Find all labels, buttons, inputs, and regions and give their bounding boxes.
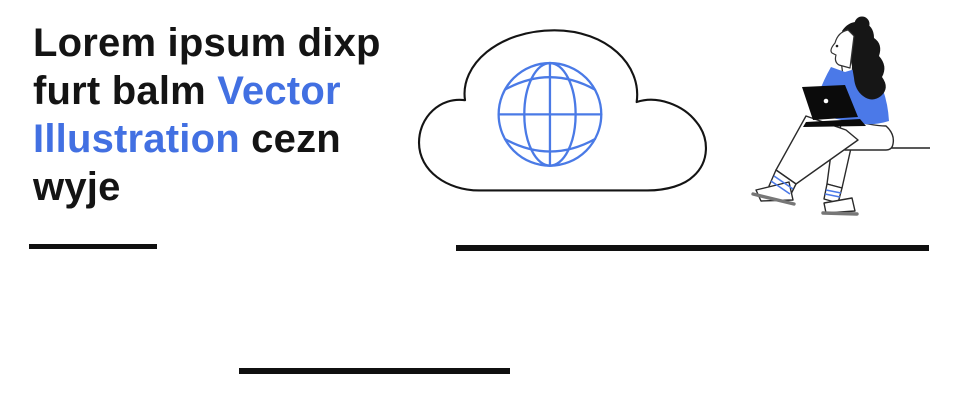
headline-segment-black: Lorem ipsum dixp — [33, 21, 381, 65]
hair-bun — [854, 16, 870, 32]
headline-segment-black: cezn — [239, 117, 341, 161]
headline-segment-accent: Illustration — [33, 117, 240, 161]
back-leg-shoe — [823, 197, 856, 214]
front-leg-pant — [775, 115, 859, 185]
front-shoe-sole — [751, 192, 796, 206]
cloud-globe-illustration — [417, 29, 707, 192]
globe-icon — [497, 61, 603, 167]
headline-line-1: Lorem ipsum dixp — [33, 19, 381, 67]
divider-line-center — [456, 245, 929, 251]
cloud-shape — [417, 29, 707, 192]
headline-line-3: Illustration cezn — [33, 115, 381, 163]
back-sock-stripes — [824, 189, 842, 198]
eye-dot — [835, 44, 839, 48]
woman-laptop-illustration — [751, 16, 930, 216]
headline-line-4: wyje — [33, 163, 381, 211]
divider-line-bottom — [239, 368, 510, 374]
front-sock-stripes — [770, 175, 794, 195]
divider-line-left — [29, 244, 157, 249]
headline-line-2: furt balm Vector — [33, 67, 381, 115]
laptop-logo-dot — [823, 98, 829, 104]
globe-latitude-top — [503, 76, 597, 91]
face — [830, 29, 855, 69]
laptop-lid — [802, 85, 858, 120]
back-shoe-sole — [821, 211, 859, 216]
headline-segment-black: furt balm — [33, 69, 218, 113]
headline: Lorem ipsum dixp furt balm Vector Illust… — [33, 19, 381, 211]
globe-latitude-bottom — [503, 137, 597, 153]
headline-segment-accent: Vector — [217, 69, 341, 113]
headline-segment-black: wyje — [33, 165, 121, 209]
laptop-base — [803, 119, 866, 127]
